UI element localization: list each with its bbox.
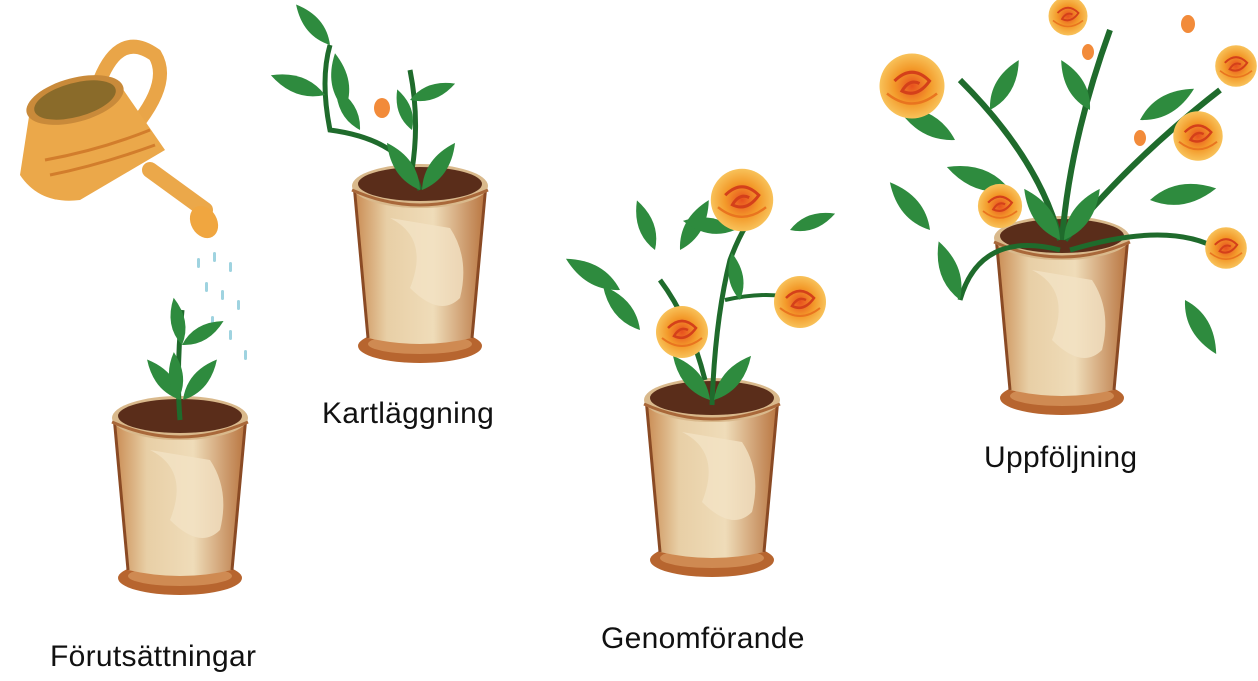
stage-label-kartlaggning: Kartläggning: [322, 397, 494, 431]
seedling-pot: [112, 297, 248, 595]
blooming-plant-pot: [880, 0, 1257, 415]
young-plant-pot: [268, 0, 488, 363]
watering-can-icon: [20, 47, 224, 244]
flowering-plant-pot: [561, 169, 837, 577]
stage-label-forutsattningar: Förutsättningar: [50, 640, 256, 674]
stage-label-uppfoljning: Uppföljning: [984, 441, 1137, 475]
water-drops: [197, 252, 247, 360]
stage-label-genomforande: Genomförande: [601, 622, 805, 656]
